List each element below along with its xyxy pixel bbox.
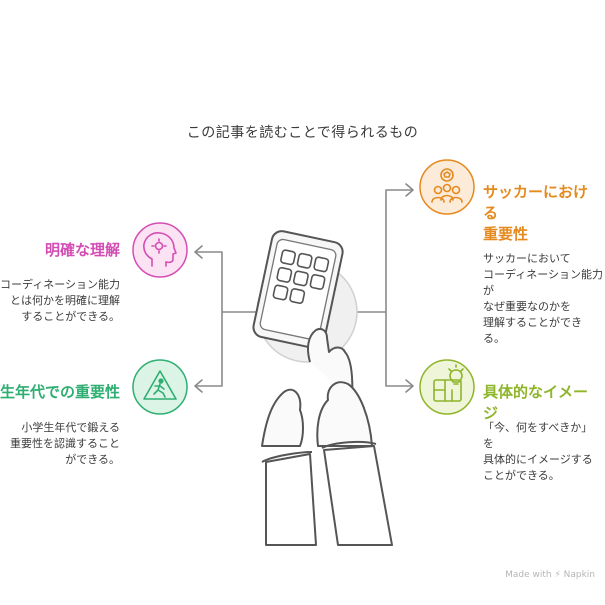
connector-left [195,251,257,387]
heading-understanding-text: 明確な理解 [44,241,120,259]
head-gear-icon [143,232,177,267]
connector-lines [195,189,413,387]
heading-soccer: サッカーにおける 重要性 [483,182,601,245]
soccer-team-icon [431,168,463,203]
desc-line: コーディネーション能力が [483,268,604,297]
phone-hands-illustration [252,230,393,546]
desc-line: なぜ重要なのかを [483,300,571,313]
heading-age-importance: 小学生年代での重要性 [0,382,120,403]
desc-line: 理解することができる。 [483,316,582,345]
desc-age-importance: 小学生年代で鍛える 重要性を認識すること ができる。 [0,420,120,468]
desc-line: ができる。 [65,453,120,466]
desc-line: 具体的にイメージする [483,453,593,466]
left-hand [261,388,304,447]
desc-image: 「今、何をすべきか」を 具体的にイメージする ことができる。 [483,420,603,484]
desc-line: することができる。 [21,310,120,323]
desc-soccer: サッカーにおいて コーディネーション能力が なぜ重要なのかを 理解することができ… [483,251,603,347]
desc-line: 「今、何をすべきか」を [483,421,593,450]
arrow-heads [194,183,414,393]
heading-image: 具体的なイメージ [483,382,601,424]
icon-circle-understanding [132,222,188,278]
heading-understanding: 明確な理解 [0,240,120,261]
icon-circle-soccer [419,159,475,215]
desc-line: サッカーにおいて [483,252,571,265]
desc-line: とは何かを明確に理解 [10,294,120,307]
sleeves [265,445,393,546]
heading-image-text: 具体的なイメージ [483,383,589,422]
connector-right [357,189,413,387]
icon-circle-image [419,359,475,415]
napkin-watermark: Made with ⚡ Napkin [505,570,595,580]
phone-app-grid [272,249,330,304]
desc-line: ことができる。 [483,469,560,482]
icon-circle-age-importance [132,359,188,415]
heading-age-importance-text: 小学生年代での重要性 [0,383,120,401]
heading-soccer-line: 重要性 [483,225,529,243]
desc-line: 小学生年代で鍛える [21,421,120,434]
desc-understanding: コーディネーション能力 とは何かを明確に理解 することができる。 [0,277,120,325]
warning-runner-icon [143,370,177,400]
right-hand [316,381,373,447]
diagram-title: この記事を読むことで得られるもの [186,125,419,141]
desc-line: コーディネーション能力 [0,278,120,291]
desc-line: 重要性を認識すること [10,437,120,450]
lightbulb-plan-icon [433,364,464,402]
heading-soccer-line: サッカーにおける [483,183,589,222]
